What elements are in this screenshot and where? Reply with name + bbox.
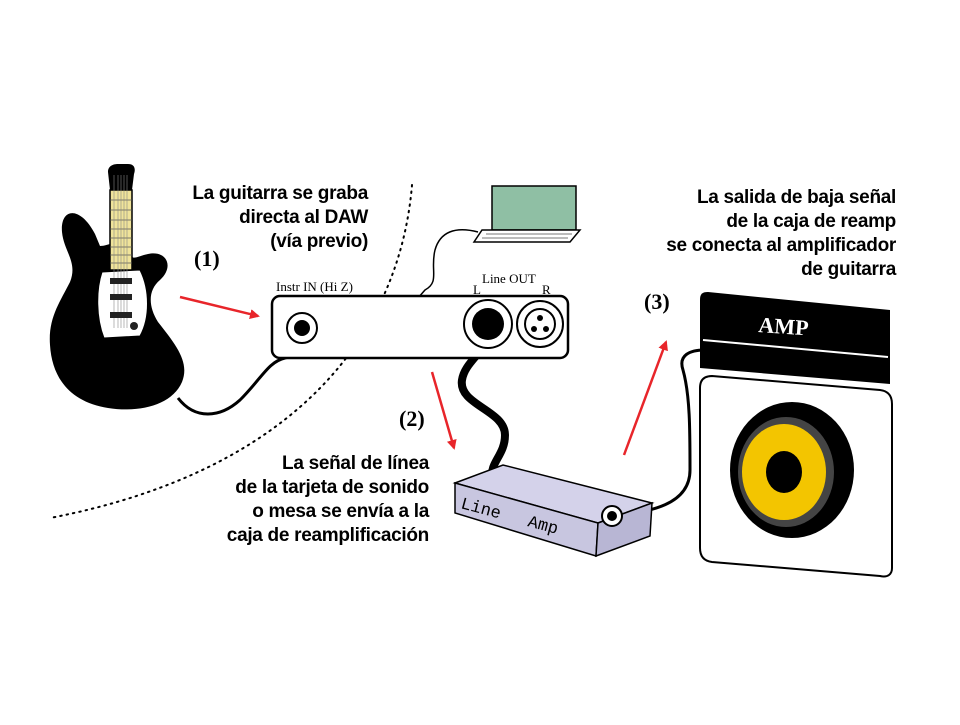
guitar-pickguard: [97, 269, 148, 339]
instr-in-jack-hole: [294, 320, 310, 336]
step-3-label: (3): [644, 289, 670, 314]
xlr-pin-top: [537, 315, 543, 321]
laptop-keys: [482, 233, 572, 239]
line-out-r-xlr-inner: [524, 308, 556, 340]
xlr-pin-left: [531, 326, 537, 332]
arrow-guitar-to-interface: [179, 295, 260, 319]
caption-line-signal-line: de la tarjeta de sonido: [235, 477, 429, 498]
amp-head-panel-line: [702, 339, 889, 358]
guitar-amplifier: AMP: [699, 292, 893, 578]
amp-cable: [611, 348, 706, 518]
caption-guitar-line: La guitarra se graba: [192, 183, 368, 204]
dotted-divider-arc: [49, 184, 413, 519]
electric-guitar: [49, 164, 185, 410]
guitar-pickup-middle: [110, 294, 132, 300]
arrow-reamp-to-amp: [622, 340, 668, 456]
audio-interface: [270, 294, 570, 360]
xlr-pin-right: [543, 326, 549, 332]
caption-line-signal-line: La señal de línea: [282, 453, 429, 474]
laptop: [472, 185, 582, 243]
line-out-left-label: L: [473, 282, 481, 297]
caption-amp-output-line: se conecta al amplificador: [666, 235, 896, 256]
line-out-right-label: R: [542, 282, 551, 297]
reamp-box-side: [595, 501, 653, 558]
caption-amp-output-line: de la caja de reamp: [726, 211, 896, 232]
guitar-knob: [130, 322, 138, 330]
laptop-cable: [417, 229, 479, 299]
caption-guitar-line: (vía previo): [270, 231, 368, 252]
step-2-label: (2): [399, 406, 425, 431]
caption-amp-output: La salida de baja señal de la caja de re…: [666, 186, 896, 282]
laptop-screen: [491, 185, 577, 231]
amp-head: [700, 292, 890, 384]
line-out-label: Line OUT: [482, 271, 536, 286]
caption-line-signal: La señal de línea de la tarjeta de sonid…: [226, 452, 430, 548]
caption-line-signal-line: caja de reamplificación: [226, 525, 430, 546]
step-1-label: (1): [194, 246, 220, 271]
caption-amp-output-line: de guitarra: [801, 259, 896, 280]
instr-in-label: Instr IN (Hi Z): [276, 279, 353, 294]
speaker-dust-cap: [766, 451, 802, 493]
laptop-keyboard: [472, 229, 582, 243]
caption-guitar-line: directa al DAW: [239, 207, 368, 228]
reamp-output-jack-hole: [607, 511, 617, 521]
guitar-pickup-bridge: [110, 312, 132, 318]
caption-amp-output-line: La salida de baja señal: [696, 187, 896, 208]
reamp-box: Line Amp: [452, 464, 655, 558]
line-out-l-plug: [472, 308, 504, 340]
caption-guitar: La guitarra se graba directa al DAW (vía…: [192, 182, 368, 254]
guitar-pickup-neck: [110, 278, 132, 284]
caption-line-signal-line: o mesa se envía a la: [252, 501, 429, 522]
arrow-interface-to-reamp: [430, 371, 457, 450]
guitar-strings: [113, 175, 128, 328]
amp-label: AMP: [758, 312, 810, 340]
guitar-headstock: [108, 164, 135, 190]
